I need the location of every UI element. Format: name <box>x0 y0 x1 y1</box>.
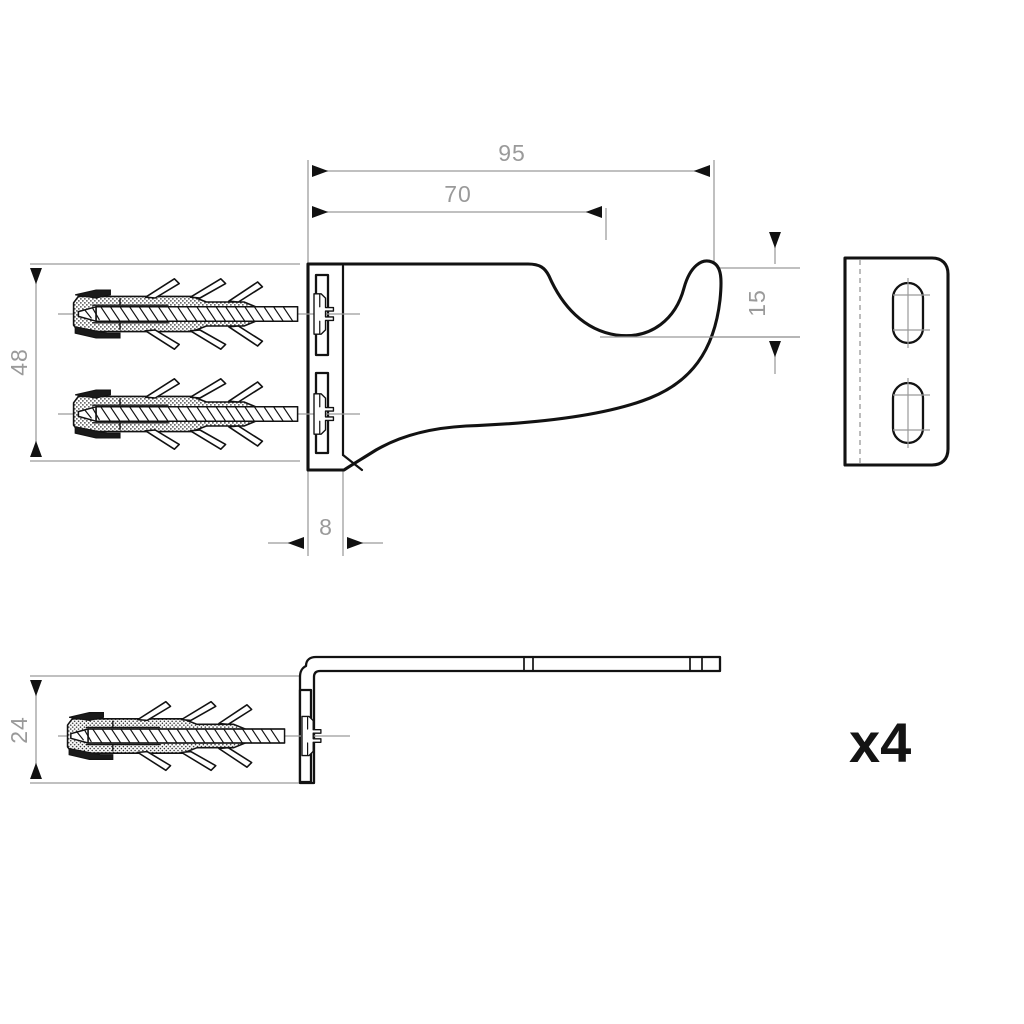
dimension-24-label: 24 <box>6 716 32 744</box>
wall-plug-upper <box>58 277 360 351</box>
wall-plate-front-view <box>843 256 950 467</box>
dimension-48-label: 48 <box>6 348 32 376</box>
wall-plate-slot-upper <box>891 278 930 348</box>
wall-plate-slot-lower <box>891 378 930 448</box>
dimension-24: 24 <box>6 675 300 784</box>
bracket-profile <box>306 259 723 472</box>
dimension-48: 48 <box>6 263 300 462</box>
dimension-95-label: 95 <box>498 140 526 166</box>
dimension-95: 95 <box>312 140 710 177</box>
quantity-label: x4 <box>849 711 911 774</box>
side-elevation-view: 95 70 48 15 8 <box>6 140 800 556</box>
top-view: 24 <box>6 655 722 785</box>
top-view-bracket-profile <box>298 655 722 785</box>
backplate-chamfer-line <box>341 453 364 472</box>
dimension-15-label: 15 <box>744 289 770 317</box>
dimension-8-label: 8 <box>319 514 333 540</box>
dimension-8: 8 <box>268 470 383 556</box>
wall-plug-lower <box>58 377 360 451</box>
dimension-70: 70 <box>312 181 602 218</box>
wall-plug-top-view <box>58 700 350 772</box>
dimension-70-label: 70 <box>444 181 472 207</box>
